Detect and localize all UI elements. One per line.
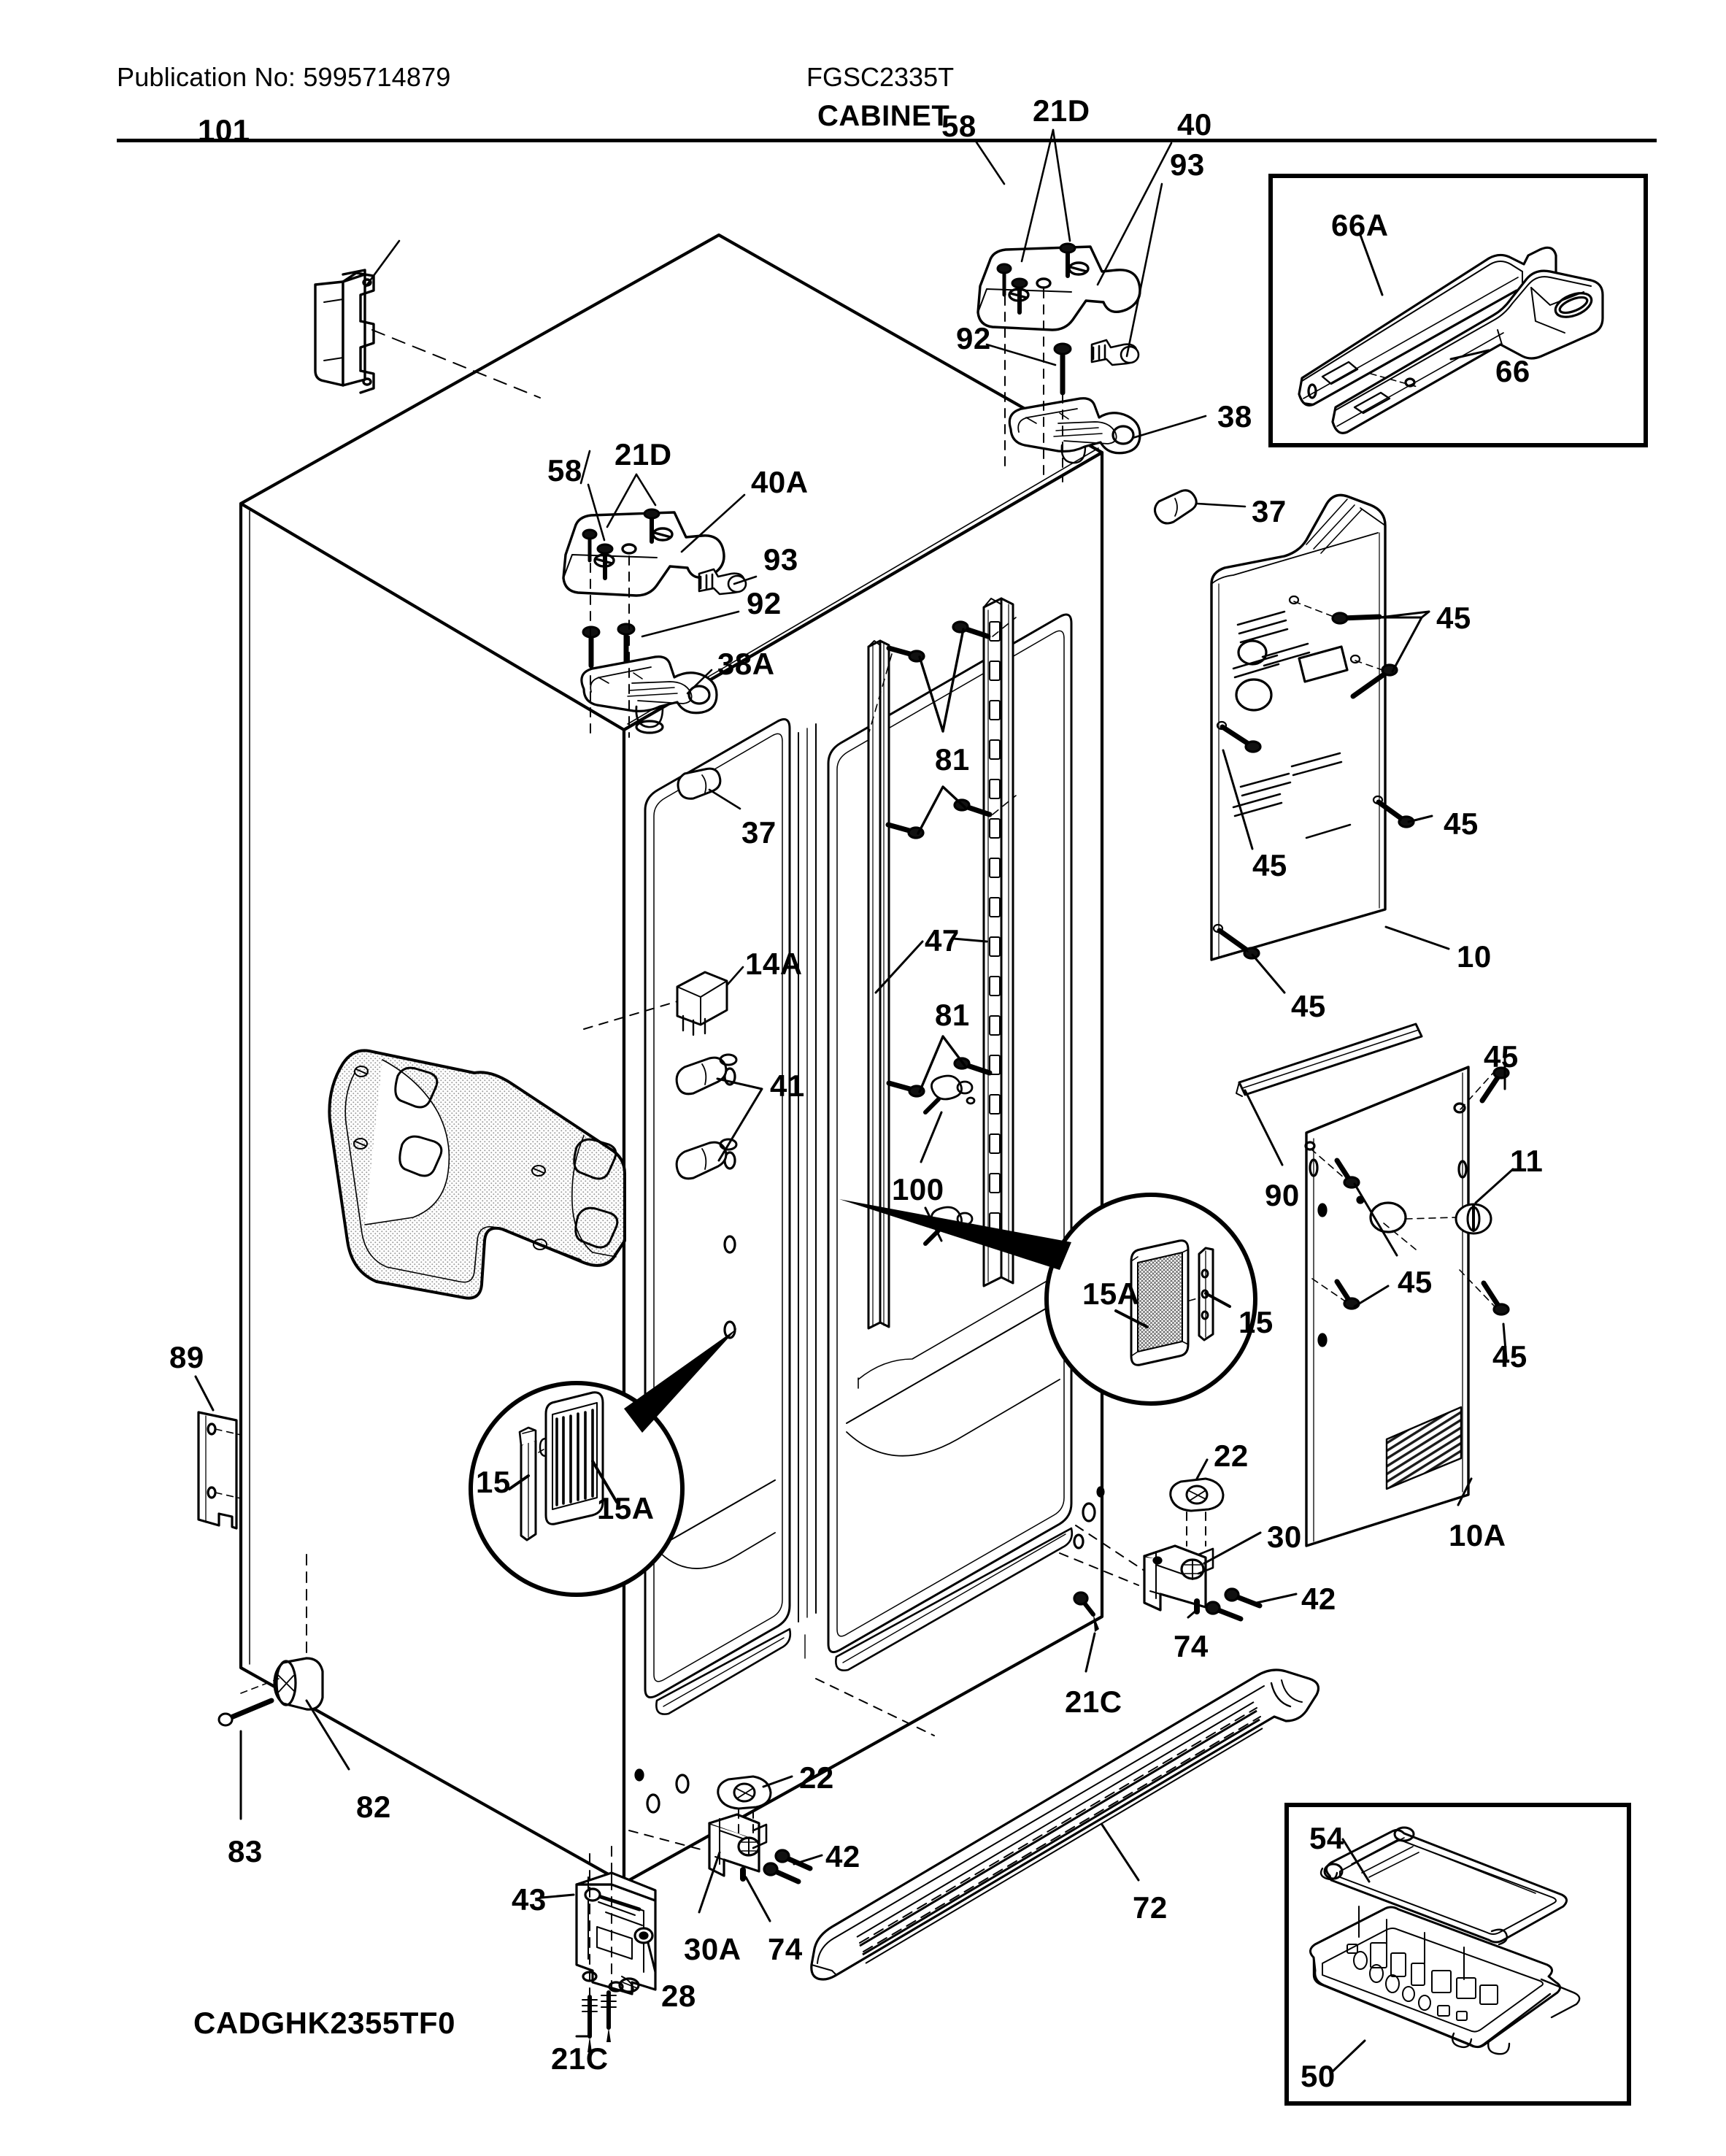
callout-83: 83 bbox=[228, 1834, 263, 1868]
callout-66a: 66A bbox=[1331, 208, 1389, 242]
callout-37-left: 37 bbox=[741, 815, 777, 850]
callout-81-b: 81 bbox=[935, 998, 970, 1032]
callout-66: 66 bbox=[1495, 354, 1530, 388]
callout-21c-left: 21C bbox=[551, 2041, 609, 2076]
callout-45-g: 45 bbox=[1492, 1339, 1527, 1374]
callout-92-top: 92 bbox=[956, 321, 991, 355]
header-divider bbox=[117, 139, 1657, 142]
callout-45-c: 45 bbox=[1252, 848, 1287, 882]
callout-74-right: 74 bbox=[1174, 1629, 1209, 1663]
model-code: CADGHK2355TF0 bbox=[193, 2006, 455, 2040]
callout-43: 43 bbox=[512, 1882, 547, 1917]
callout-54: 54 bbox=[1309, 1821, 1344, 1855]
callout-45-b: 45 bbox=[1444, 806, 1479, 841]
callout-42-left: 42 bbox=[825, 1839, 860, 1874]
callout-40a: 40A bbox=[751, 465, 809, 499]
callout-45-a: 45 bbox=[1436, 601, 1471, 635]
callout-21d-left: 21D bbox=[614, 437, 672, 471]
callout-10: 10 bbox=[1457, 939, 1492, 974]
callout-21d-top: 21D bbox=[1033, 93, 1090, 128]
callout-93-left: 93 bbox=[763, 542, 798, 577]
callout-41: 41 bbox=[770, 1069, 805, 1103]
callout-45-f: 45 bbox=[1398, 1265, 1433, 1299]
callout-15-right: 15 bbox=[1238, 1305, 1274, 1339]
callout-89: 89 bbox=[169, 1340, 204, 1374]
callout-42-right: 42 bbox=[1301, 1582, 1336, 1616]
callout-15a-left: 15A bbox=[597, 1491, 655, 1525]
callout-50: 50 bbox=[1301, 2059, 1336, 2093]
callout-22-right: 22 bbox=[1214, 1439, 1249, 1473]
callout-30: 30 bbox=[1267, 1520, 1302, 1554]
publication-number: Publication No: 5995714879 bbox=[117, 62, 451, 92]
callout-45-e: 45 bbox=[1484, 1039, 1519, 1074]
callout-81-a: 81 bbox=[935, 742, 970, 777]
callout-15-left: 15 bbox=[476, 1465, 511, 1499]
callout-72: 72 bbox=[1133, 1890, 1168, 1925]
callout-38a: 38A bbox=[717, 647, 775, 681]
callout-100: 100 bbox=[892, 1172, 944, 1206]
callout-10a: 10A bbox=[1449, 1518, 1506, 1552]
callout-28: 28 bbox=[661, 1979, 696, 2013]
callout-15a-right: 15A bbox=[1082, 1277, 1140, 1311]
callout-101: 101 bbox=[198, 113, 250, 147]
page-title: CABINET bbox=[817, 100, 950, 132]
callout-45-d: 45 bbox=[1291, 989, 1326, 1023]
callout-93-top: 93 bbox=[1170, 147, 1205, 182]
callout-90: 90 bbox=[1265, 1178, 1300, 1212]
callout-58-left: 58 bbox=[547, 453, 582, 488]
callout-21c-right: 21C bbox=[1065, 1685, 1122, 1719]
callout-82: 82 bbox=[356, 1790, 391, 1824]
callout-92-left: 92 bbox=[747, 586, 782, 620]
callout-74-left: 74 bbox=[768, 1932, 803, 1966]
callout-14a: 14A bbox=[745, 947, 803, 981]
callout-30a: 30A bbox=[684, 1932, 741, 1966]
callout-38: 38 bbox=[1217, 399, 1252, 434]
callout-11: 11 bbox=[1510, 1144, 1544, 1178]
model-number: FGSC2335T bbox=[806, 62, 955, 92]
callout-37-right: 37 bbox=[1252, 494, 1287, 528]
callout-22-left: 22 bbox=[799, 1760, 834, 1795]
callout-58-top: 58 bbox=[941, 109, 976, 143]
callout-40: 40 bbox=[1177, 107, 1212, 142]
callout-47: 47 bbox=[925, 923, 960, 958]
